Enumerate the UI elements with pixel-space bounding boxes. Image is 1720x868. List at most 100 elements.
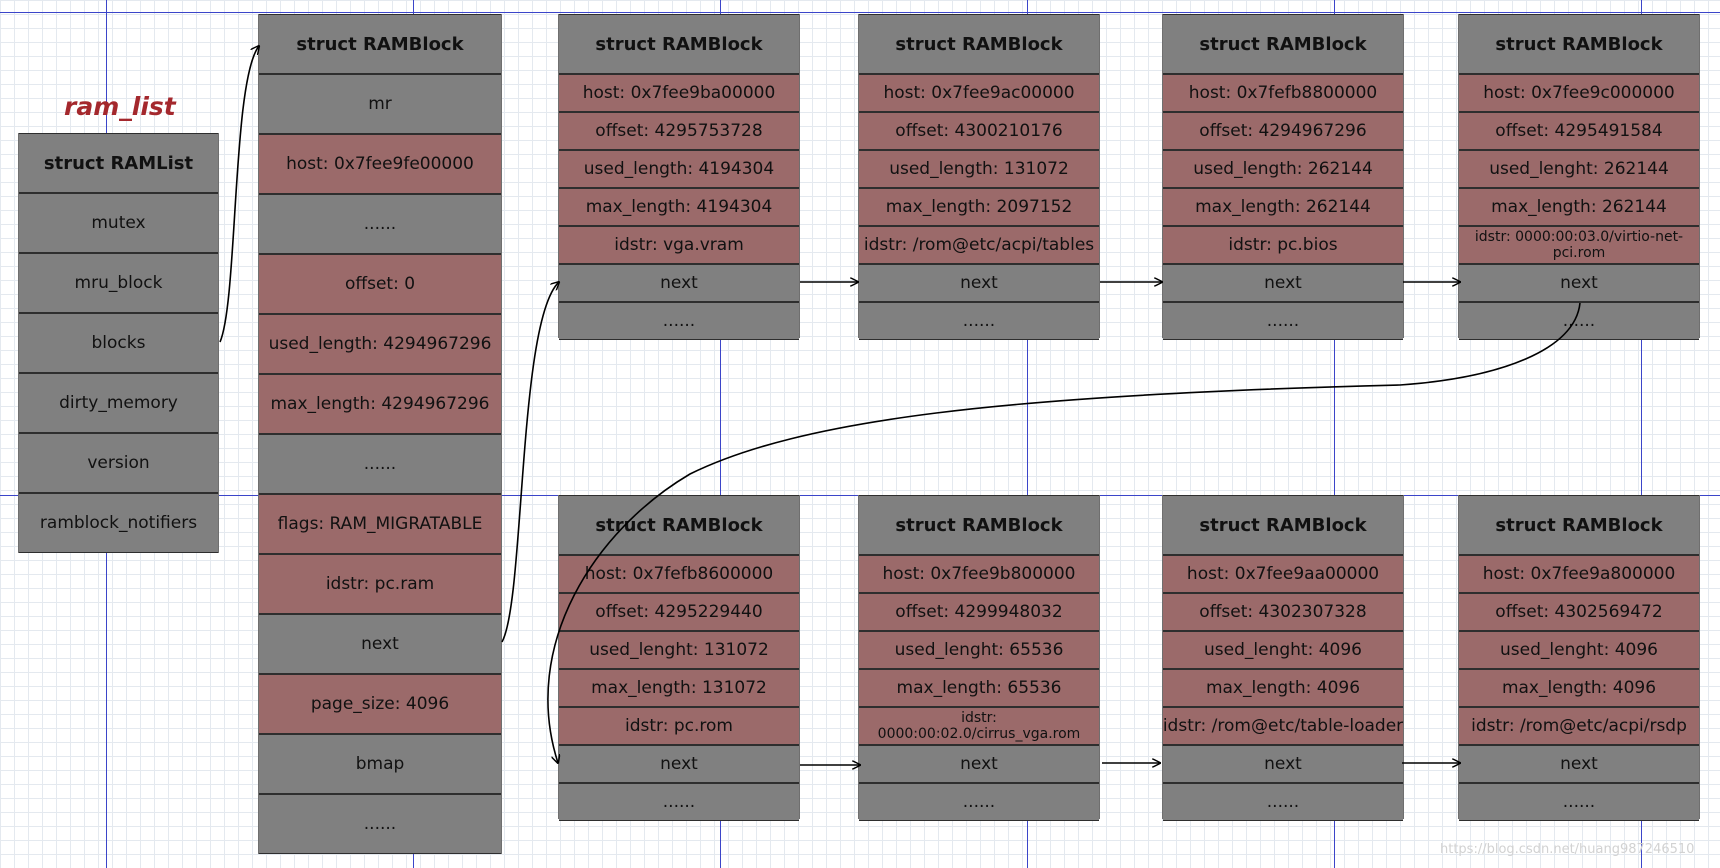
field-host: host: 0x7fee9a800000 [1459,555,1699,593]
struct-header: struct RAMBlock [1163,14,1403,74]
guide-line [720,0,721,868]
wrap-pointer-arrow [547,302,1581,763]
field-offset: offset: 4295229440 [559,593,799,631]
field-idstr: idstr: pc.bios [1163,226,1403,264]
struct-field: ...... [259,434,501,494]
field-blocks: blocks [19,313,218,373]
field-offset: offset: 4302307328 [1163,593,1403,631]
field-next: next [859,745,1099,783]
struct-header: struct RAMBlock [859,495,1099,555]
field-used: used_lenght: 4096 [1459,631,1699,669]
field-offset: offset: 4300210176 [859,112,1099,150]
field-max: max_length: 2097152 [859,188,1099,226]
field-used: used_length: 131072 [859,150,1099,188]
field-next: next [1459,264,1699,302]
field-etc: ...... [559,302,799,340]
diagram-title: ram_list [64,92,176,121]
struct-field: idstr: pc.ram [259,554,501,614]
field-host: host: 0x7fefb8600000 [559,555,799,593]
field-idstr: idstr: pc.rom [559,707,799,745]
struct-field: max_length: 4294967296 [259,374,501,434]
field-offset: offset: 4295753728 [559,112,799,150]
field-offset: offset: 4295491584 [1459,112,1699,150]
guide-line [0,12,1720,13]
field-used: used_lenght: 65536 [859,631,1099,669]
field-ramblock-notifiers: ramblock_notifiers [19,493,218,553]
blocks-pointer-arrow [219,46,259,343]
field-next: next [1163,745,1403,783]
field-next: next [1163,264,1403,302]
field-idstr: idstr: 0000:00:02.0/cirrus_vga.rom [859,707,1099,745]
field-idstr: idstr: /rom@etc/acpi/tables [859,226,1099,264]
field-host: host: 0x7fee9aa00000 [1163,555,1403,593]
field-used: used_length: 262144 [1163,150,1403,188]
field-idstr: idstr: /rom@etc/table-loader [1163,707,1403,745]
field-etc: ...... [559,783,799,821]
field-max: max_length: 65536 [859,669,1099,707]
guide-line [1027,0,1028,868]
field-version: version [19,433,218,493]
field-etc: ...... [1163,783,1403,821]
struct-field: host: 0x7fee9fe00000 [259,134,501,194]
field-max: max_length: 262144 [1459,188,1699,226]
watermark: https://blog.csdn.net/huang987246510 [1440,842,1695,857]
field-mutex: mutex [19,193,218,253]
struct-field: ...... [259,194,501,254]
field-max: max_length: 131072 [559,669,799,707]
field-next: next [559,264,799,302]
field-offset: offset: 4294967296 [1163,112,1403,150]
struct-header: struct RAMList [19,133,218,193]
field-etc: ...... [1163,302,1403,340]
struct-field: used_length: 4294967296 [259,314,501,374]
field-idstr: idstr: /rom@etc/acpi/rsdp [1459,707,1699,745]
field-max: max_length: 262144 [1163,188,1403,226]
field-next: next [1459,745,1699,783]
struct-header: struct RAMBlock [859,14,1099,74]
field-etc: ...... [859,783,1099,821]
field-used: used_lenght: 262144 [1459,150,1699,188]
struct-header: struct RAMBlock [1163,495,1403,555]
field-max: max_length: 4096 [1459,669,1699,707]
struct-field: next [259,614,501,674]
struct-field: offset: 0 [259,254,501,314]
field-host: host: 0x7fee9c000000 [1459,74,1699,112]
field-max: max_length: 4096 [1163,669,1403,707]
field-idstr: idstr: vga.vram [559,226,799,264]
struct-field: page_size: 4096 [259,674,501,734]
field-host: host: 0x7fee9ba00000 [559,74,799,112]
guide-line [1334,0,1335,868]
field-mru-block: mru_block [19,253,218,313]
struct-field: flags: RAM_MIGRATABLE [259,494,501,554]
field-max: max_length: 4194304 [559,188,799,226]
struct-header: struct RAMBlock [1459,14,1699,74]
next-pointer-arrow [501,282,559,643]
struct-header: struct RAMBlock [559,14,799,74]
field-host: host: 0x7fee9b800000 [859,555,1099,593]
field-host: host: 0x7fefb8800000 [1163,74,1403,112]
field-etc: ...... [1459,783,1699,821]
field-used: used_lenght: 4096 [1163,631,1403,669]
field-used: used_length: 4194304 [559,150,799,188]
struct-field: ...... [259,794,501,854]
field-idstr: idstr: 0000:00:03.0/virtio-net-pci.rom [1459,226,1699,264]
struct-header: struct RAMBlock [1459,495,1699,555]
field-dirty-memory: dirty_memory [19,373,218,433]
guide-line [1641,0,1642,868]
field-next: next [859,264,1099,302]
field-host: host: 0x7fee9ac00000 [859,74,1099,112]
field-offset: offset: 4302569472 [1459,593,1699,631]
field-offset: offset: 4299948032 [859,593,1099,631]
struct-header: struct RAMBlock [259,14,501,74]
field-etc: ...... [859,302,1099,340]
field-used: used_lenght: 131072 [559,631,799,669]
